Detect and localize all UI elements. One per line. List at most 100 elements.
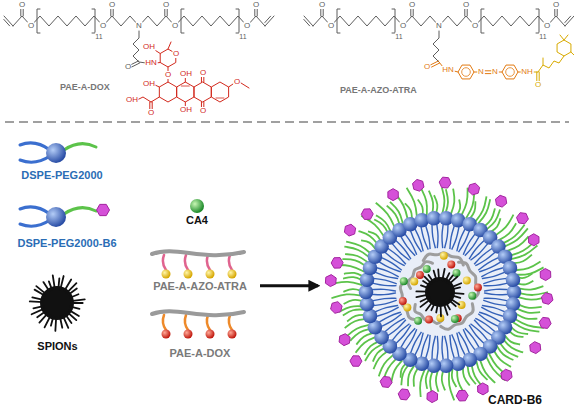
peg-chain bbox=[356, 337, 377, 353]
bond-line bbox=[216, 98, 224, 99]
spion-spike bbox=[33, 306, 43, 308]
repeat-bracket bbox=[392, 9, 395, 33]
atom-label: O bbox=[199, 69, 206, 77]
lipid-tail bbox=[376, 307, 398, 316]
repeat-bracket bbox=[181, 9, 184, 33]
anthracycline-ring bbox=[211, 82, 228, 102]
peg-chain bbox=[449, 369, 454, 400]
bond-line bbox=[304, 16, 313, 26]
bond-line bbox=[4, 19, 10, 25]
peg-chain bbox=[478, 199, 490, 224]
drug-ball bbox=[400, 277, 408, 285]
drug-ball bbox=[403, 303, 411, 311]
ca4-ball bbox=[190, 199, 204, 213]
spion-spike bbox=[49, 281, 52, 290]
atom-label: O bbox=[399, 22, 406, 30]
peg-chain bbox=[442, 370, 445, 391]
peg-chain bbox=[463, 367, 470, 386]
lipid-tail bbox=[481, 268, 503, 277]
spion-spike bbox=[54, 317, 57, 331]
atom-label: OH bbox=[180, 70, 193, 78]
spion-spike bbox=[452, 292, 464, 295]
peg-chain bbox=[407, 188, 417, 218]
polymer-strand bbox=[441, 304, 473, 330]
b6-peptide bbox=[331, 302, 343, 314]
spion-spike bbox=[58, 278, 59, 289]
pendant-stem bbox=[185, 315, 188, 330]
spion-spike bbox=[429, 275, 434, 282]
peg-chain bbox=[376, 215, 391, 231]
spion-icon bbox=[30, 275, 85, 330]
b6-peptide bbox=[529, 234, 539, 246]
atom-label: O bbox=[172, 50, 179, 58]
bond-line bbox=[565, 16, 571, 22]
aromatic-circle bbox=[462, 68, 471, 77]
lipid-tail bbox=[469, 325, 484, 344]
b6-peptide bbox=[541, 293, 553, 305]
peg-chain bbox=[408, 366, 414, 387]
spion-spike bbox=[449, 277, 457, 284]
b6-peptide bbox=[413, 179, 424, 191]
peg-chain bbox=[516, 308, 540, 313]
lipid-tail bbox=[373, 298, 397, 301]
lipid-tail bbox=[479, 262, 501, 272]
repeat-bracket bbox=[236, 9, 239, 33]
spion-spike bbox=[421, 285, 429, 288]
anthracycline-ring bbox=[159, 82, 176, 102]
peg-chain bbox=[414, 367, 419, 387]
node-label: DSPE-PEG2000-B6 bbox=[2, 238, 132, 249]
lipid-tail bbox=[376, 268, 398, 277]
lipid-tail bbox=[481, 307, 503, 316]
spion-spike bbox=[444, 303, 448, 314]
b6-peptide bbox=[439, 177, 451, 188]
anthracycline-ring bbox=[194, 82, 211, 102]
repeat-subscript: 11 bbox=[539, 33, 547, 40]
lipid-tail bbox=[372, 293, 396, 295]
peg-chain bbox=[331, 294, 362, 298]
lipid-tail bbox=[445, 224, 448, 248]
atom-label: O bbox=[199, 107, 206, 115]
b6-peptide bbox=[516, 213, 528, 224]
lipid-tail bbox=[392, 324, 409, 341]
peg-chain bbox=[64, 144, 96, 150]
pendant-stem bbox=[163, 315, 166, 330]
lipid-tail bbox=[373, 300, 396, 305]
bond-line bbox=[201, 77, 202, 82]
drug-ball bbox=[416, 271, 424, 279]
lipid-tail bbox=[475, 252, 495, 266]
lipid-tail bbox=[482, 272, 505, 278]
repeat-bracket bbox=[92, 9, 95, 33]
doxorubicin-structure bbox=[137, 42, 249, 109]
peg-chain bbox=[504, 228, 528, 247]
peg-chain bbox=[461, 188, 468, 217]
lipid-tail bbox=[470, 244, 487, 261]
atom-label: O bbox=[162, 1, 169, 9]
lipid-tail bbox=[373, 283, 397, 286]
drug-ball bbox=[410, 278, 418, 286]
drug-ball bbox=[423, 265, 431, 273]
spion-spike bbox=[53, 275, 55, 289]
peg-chain bbox=[379, 355, 394, 377]
bond-line bbox=[168, 42, 171, 49]
atom-label: NH bbox=[521, 68, 534, 76]
polymer-strand bbox=[152, 251, 244, 255]
benzene-ring bbox=[458, 65, 474, 79]
spion-spike bbox=[434, 271, 437, 281]
atom-label: O bbox=[318, 1, 325, 9]
atom-label: O bbox=[423, 63, 430, 71]
bond-line bbox=[554, 8, 555, 16]
atom-label: O bbox=[124, 63, 131, 71]
peg-chain bbox=[515, 313, 537, 319]
peg-chain bbox=[513, 255, 532, 264]
pendant-stem bbox=[207, 255, 210, 270]
bond-line bbox=[536, 72, 537, 81]
b6-peptide bbox=[339, 334, 350, 346]
bond-line bbox=[110, 8, 111, 16]
peg-chain bbox=[346, 325, 369, 337]
lipid-tail bbox=[411, 332, 422, 353]
lipid-tail bbox=[426, 226, 430, 250]
pendant-ball bbox=[184, 270, 193, 279]
benzene-ring bbox=[502, 65, 518, 79]
peg-chain bbox=[469, 201, 475, 219]
drug-ball bbox=[463, 277, 471, 285]
